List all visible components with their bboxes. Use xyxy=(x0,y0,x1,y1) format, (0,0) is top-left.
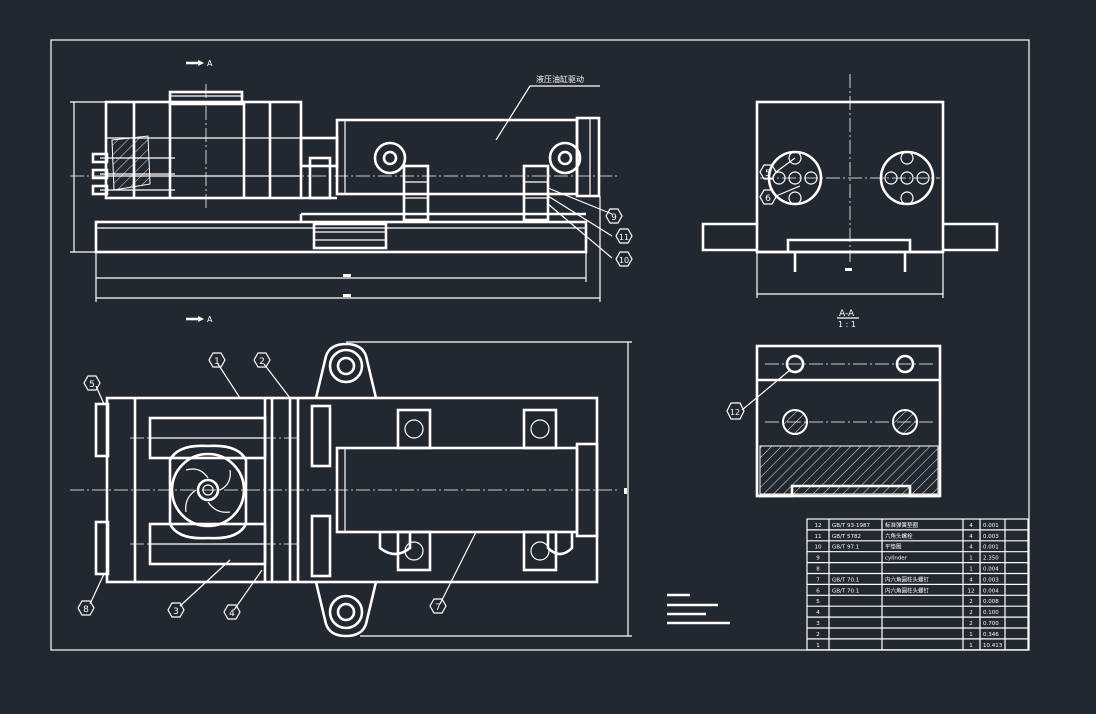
svg-text:2: 2 xyxy=(259,357,265,367)
bom-cell-qty: 1 xyxy=(969,556,973,562)
balloon: 9 xyxy=(605,208,623,224)
svg-text:4: 4 xyxy=(229,609,235,619)
bom-cell-qty: 2 xyxy=(969,621,973,627)
bom-cell-name: 内六角圆柱头螺钉 xyxy=(885,586,930,594)
bom-cell-mass: 0.004 xyxy=(983,588,999,594)
svg-text:9: 9 xyxy=(611,213,617,223)
section-view-scale: 1 : 1 xyxy=(838,320,856,329)
bom-cell-no: 4 xyxy=(816,610,820,616)
bom-cell-no: 10 xyxy=(815,545,822,551)
bom-cell-mass: 0.008 xyxy=(983,599,999,605)
bom-cell-qty: 4 xyxy=(969,577,973,583)
front-view xyxy=(70,84,620,302)
bom-cell-code: GB/T 93-1987 xyxy=(832,523,870,529)
bom-cell-qty: 1 xyxy=(969,567,973,573)
svg-text:7: 7 xyxy=(435,603,441,613)
bom-cell-mass: 0.001 xyxy=(983,523,999,529)
balloon: 1 xyxy=(208,352,226,368)
bom-cell-mass: 2.350 xyxy=(983,556,999,562)
section-marker-top xyxy=(186,60,204,66)
bom-cell-qty: 12 xyxy=(968,588,975,594)
bom-cell-qty: 1 xyxy=(969,632,973,638)
bom-cell-code: GB/T 97.1 xyxy=(832,545,859,551)
bom-cell-no: 8 xyxy=(816,567,820,573)
svg-text:6: 6 xyxy=(765,194,771,204)
bom-cell-no: 11 xyxy=(815,534,822,540)
bom-cell-mass: 0.100 xyxy=(983,610,999,616)
bom-cell-mass: 0.003 xyxy=(983,577,999,583)
balloon: 12 xyxy=(726,402,745,420)
bom-cell-qty: 2 xyxy=(969,610,973,616)
balloon: 3 xyxy=(167,602,185,618)
side-section-view xyxy=(701,74,999,298)
balloon: 6 xyxy=(759,189,777,205)
bom-cell-qty: 4 xyxy=(969,545,973,551)
section-marker-bottom xyxy=(186,316,204,322)
section-view-label: A-A xyxy=(839,309,855,319)
bom-cell-name: 内六角圆柱头螺钉 xyxy=(885,575,930,583)
bom-cell-qty: 1 xyxy=(969,643,973,649)
bom-cell-no: 5 xyxy=(816,599,820,605)
balloon: 10 xyxy=(615,251,633,267)
svg-text:1: 1 xyxy=(214,357,220,367)
bom-cell-no: 12 xyxy=(815,523,822,529)
balloon: 5 xyxy=(759,164,777,180)
bom-cell-mass: 0.004 xyxy=(983,567,999,573)
bom-cell-no: 3 xyxy=(816,621,820,627)
bom-cell-qty: 4 xyxy=(969,523,973,529)
svg-text:11: 11 xyxy=(619,233,629,242)
svg-text:5: 5 xyxy=(765,169,771,179)
bom-cell-mass: 0.346 xyxy=(983,632,999,638)
bom-cell-mass: 0.001 xyxy=(983,545,999,551)
svg-text:12: 12 xyxy=(730,408,740,417)
section-marker-top-label: A xyxy=(207,59,213,68)
svg-text:8: 8 xyxy=(83,605,89,615)
bom-cell-mass: 0.700 xyxy=(983,621,999,627)
bom-cell-code: GB/T 5782 xyxy=(832,534,861,540)
section-marker-bottom-label: A xyxy=(207,315,213,324)
svg-text:5: 5 xyxy=(89,380,95,390)
bom-cell-no: 7 xyxy=(816,577,820,583)
svg-text:3: 3 xyxy=(173,607,179,617)
bom-cell-qty: 2 xyxy=(969,599,973,605)
legend-marks xyxy=(667,593,730,625)
balloon: 5 xyxy=(83,375,101,391)
balloon: 4 xyxy=(223,604,241,620)
bom-cell-no: 9 xyxy=(816,556,820,562)
hydraulic-label: 液压油缸驱动 xyxy=(536,74,584,84)
drawing-frame xyxy=(50,39,1030,651)
bom-cell-no: 1 xyxy=(816,643,820,649)
detail-view xyxy=(741,344,942,498)
balloon: 2 xyxy=(253,352,271,368)
balloon: 7 xyxy=(429,598,447,614)
bom-cell-name: cylinder xyxy=(885,556,908,562)
bom-cell-name: 标准弹簧垫圈 xyxy=(885,521,919,529)
bom-cell-qty: 4 xyxy=(969,534,973,540)
bom-cell-no: 6 xyxy=(816,588,820,594)
bom-cell-mass: 0.003 xyxy=(983,534,999,540)
top-view xyxy=(70,341,632,638)
balloon: 8 xyxy=(77,600,95,616)
bom-cell-name: 平垫圈 xyxy=(885,543,902,551)
bom-cell-code: GB/T 70.1 xyxy=(832,588,859,594)
svg-text:10: 10 xyxy=(619,256,629,265)
bom-cell-name: 六角头螺栓 xyxy=(885,532,913,540)
balloon: 11 xyxy=(615,228,633,244)
bom-cell-code: GB/T 70.1 xyxy=(832,577,859,583)
bom-cell-no: 2 xyxy=(816,632,820,638)
bom-cell-mass: 10.413 xyxy=(983,643,1003,649)
